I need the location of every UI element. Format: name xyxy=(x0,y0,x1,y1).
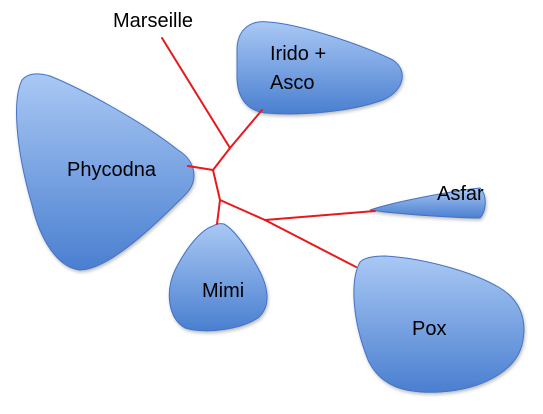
clade-shape-mimi xyxy=(168,223,268,332)
branch-mimi xyxy=(216,199,221,225)
label-irido-line2: Asco xyxy=(270,72,314,94)
branch-internal-upper xyxy=(212,147,231,171)
branch-pox xyxy=(264,219,357,268)
clade-shape-pox xyxy=(353,255,525,393)
branch-marseille xyxy=(161,37,231,149)
tree-branches xyxy=(161,37,376,268)
branch-phycodna xyxy=(187,165,214,171)
branch-internal-lower xyxy=(212,169,221,201)
label-phycodna: Phycodna xyxy=(67,159,157,181)
branch-asfar xyxy=(264,210,376,221)
label-pox: Pox xyxy=(412,318,446,340)
label-marseille: Marseille xyxy=(113,10,193,32)
clade-shape-irido-asco xyxy=(236,21,403,115)
clade-shape-asfar xyxy=(369,187,486,219)
label-mimi: Mimi xyxy=(202,280,244,302)
label-irido-line1: Irido + xyxy=(270,43,326,65)
branch-internal-right xyxy=(219,199,266,221)
label-asfar: Asfar xyxy=(437,183,484,205)
branch-irido-asco xyxy=(229,109,263,149)
clade-shape-phycodna xyxy=(16,73,195,271)
